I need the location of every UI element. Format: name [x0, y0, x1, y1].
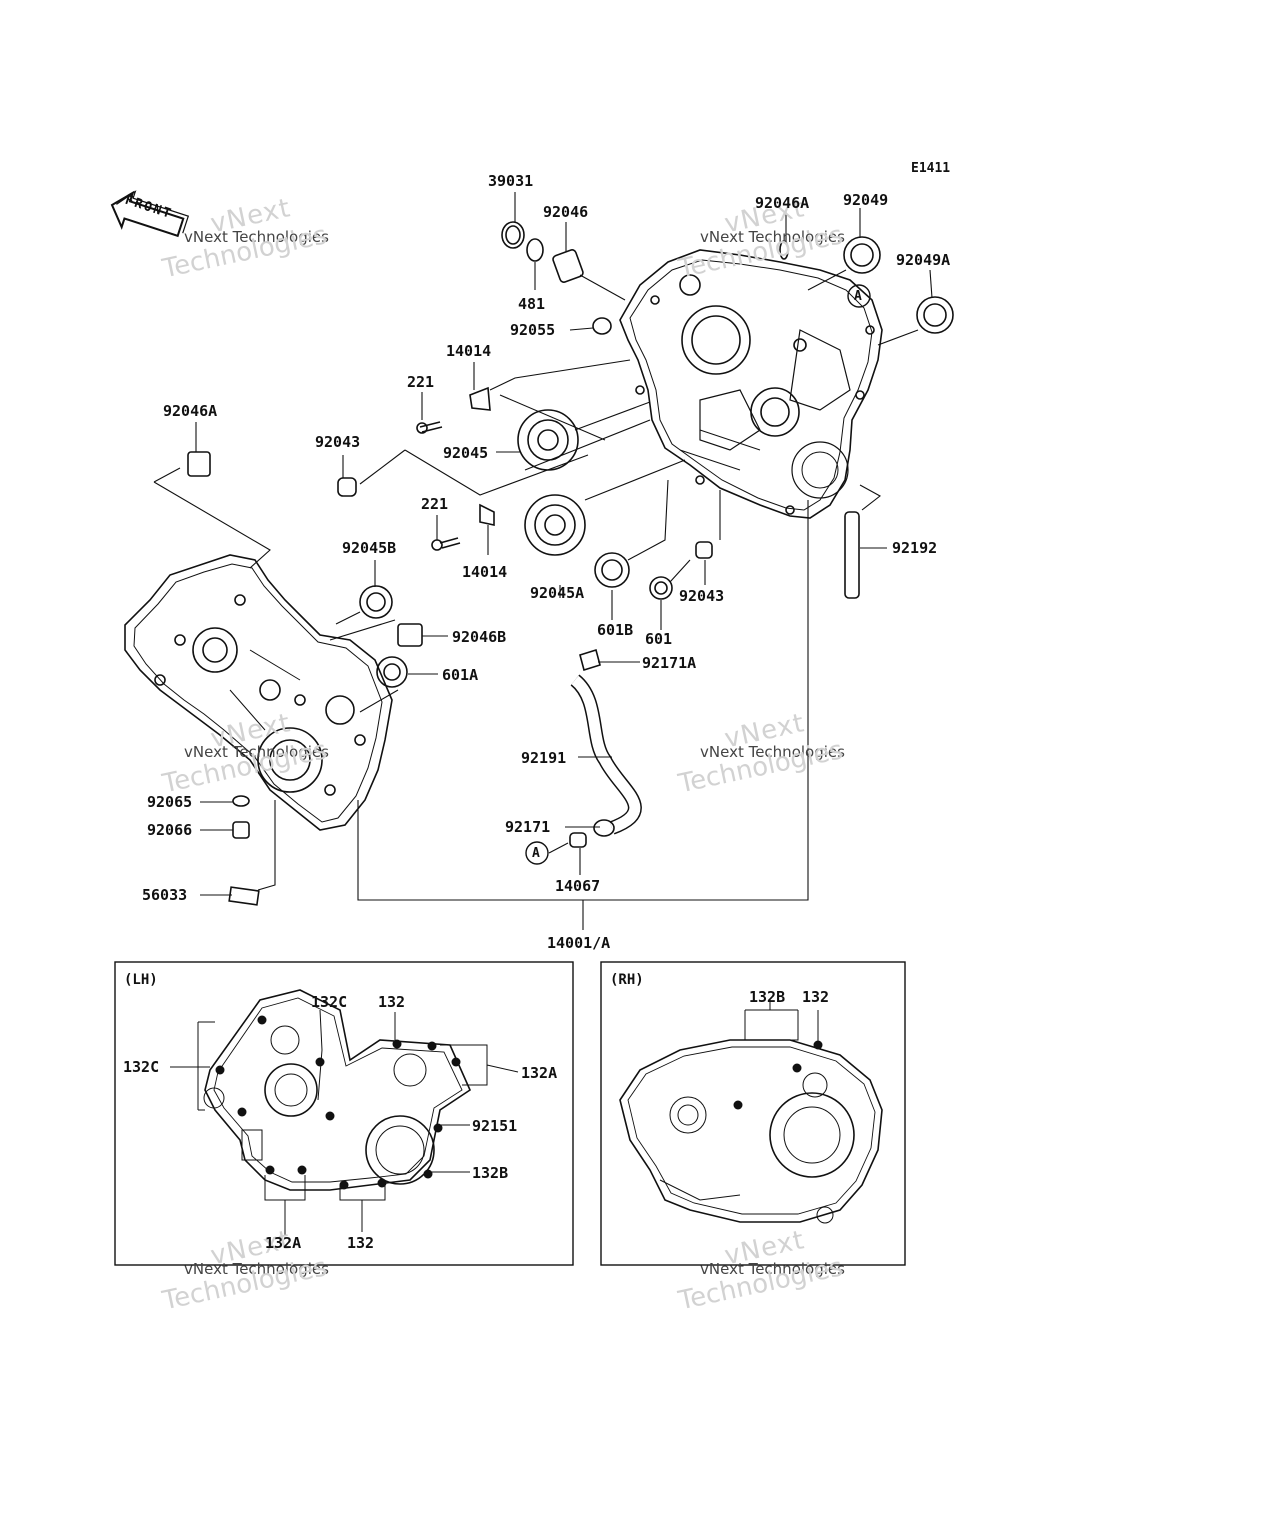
- lh-label-132a-right[interactable]: 132A: [521, 1064, 558, 1082]
- part-label-92046a-top[interactable]: 92046A: [755, 194, 810, 212]
- diagram-code: E1411: [911, 161, 951, 176]
- part-label-92192[interactable]: 92192: [892, 539, 938, 557]
- part-label-601[interactable]: 601: [645, 630, 673, 648]
- part-label-14014-top[interactable]: 14014: [446, 342, 492, 360]
- part-label-56033[interactable]: 56033: [142, 886, 188, 904]
- crankcase-left-half: [124, 554, 393, 831]
- rh-detail-box: [600, 961, 906, 1266]
- lh-label-132-bottom[interactable]: 132: [347, 1234, 375, 1252]
- part-label-92049a[interactable]: 92049A: [896, 251, 951, 269]
- part-label-601b[interactable]: 601B: [597, 621, 634, 639]
- lh-label-132b[interactable]: 132B: [472, 1164, 509, 1182]
- part-label-92046[interactable]: 92046: [543, 203, 589, 221]
- rh-label-132[interactable]: 132: [802, 988, 830, 1006]
- lh-label-132-top[interactable]: 132: [378, 993, 406, 1011]
- part-label-92046a-left[interactable]: 92046A: [163, 402, 218, 420]
- part-label-92045[interactable]: 92045: [443, 444, 489, 462]
- lh-label-92151[interactable]: 92151: [472, 1117, 518, 1135]
- callout-a-bottom: A: [532, 846, 540, 861]
- part-label-92049[interactable]: 92049: [843, 191, 889, 209]
- part-label-221-top[interactable]: 221: [407, 373, 435, 391]
- part-label-14001a[interactable]: 14001/A: [547, 934, 611, 952]
- part-label-92191[interactable]: 92191: [521, 749, 567, 767]
- part-label-92045a[interactable]: 92045A: [530, 584, 585, 602]
- part-label-92045b[interactable]: 92045B: [342, 539, 397, 557]
- part-label-601a[interactable]: 601A: [442, 666, 479, 684]
- part-label-92171[interactable]: 92171: [505, 818, 551, 836]
- part-label-14067[interactable]: 14067: [555, 877, 601, 895]
- lh-label-132c-left[interactable]: 132C: [123, 1058, 160, 1076]
- part-label-92055[interactable]: 92055: [510, 321, 556, 339]
- part-label-92066[interactable]: 92066: [147, 821, 193, 839]
- lh-label-132c-top[interactable]: 132C: [311, 993, 348, 1011]
- part-label-14014-mid[interactable]: 14014: [462, 563, 508, 581]
- rh-label-132b[interactable]: 132B: [749, 988, 786, 1006]
- part-label-39031[interactable]: 39031: [488, 172, 534, 190]
- part-label-92043-right[interactable]: 92043: [679, 587, 725, 605]
- part-label-92046b[interactable]: 92046B: [452, 628, 507, 646]
- part-label-92043-left[interactable]: 92043: [315, 433, 361, 451]
- part-label-481[interactable]: 481: [518, 295, 546, 313]
- lh-label-132a-bottom[interactable]: 132A: [265, 1234, 302, 1252]
- lh-detail-box: [114, 961, 574, 1266]
- part-label-92065[interactable]: 92065: [147, 793, 193, 811]
- rh-box-title: (RH): [610, 972, 644, 988]
- front-arrow-icon: [110, 190, 190, 238]
- crankcase-right-half: [619, 249, 883, 519]
- callout-a-top: A: [854, 289, 862, 304]
- part-label-92171a[interactable]: 92171A: [642, 654, 697, 672]
- lh-box-title: (LH): [124, 972, 158, 988]
- part-label-221-mid[interactable]: 221: [421, 495, 449, 513]
